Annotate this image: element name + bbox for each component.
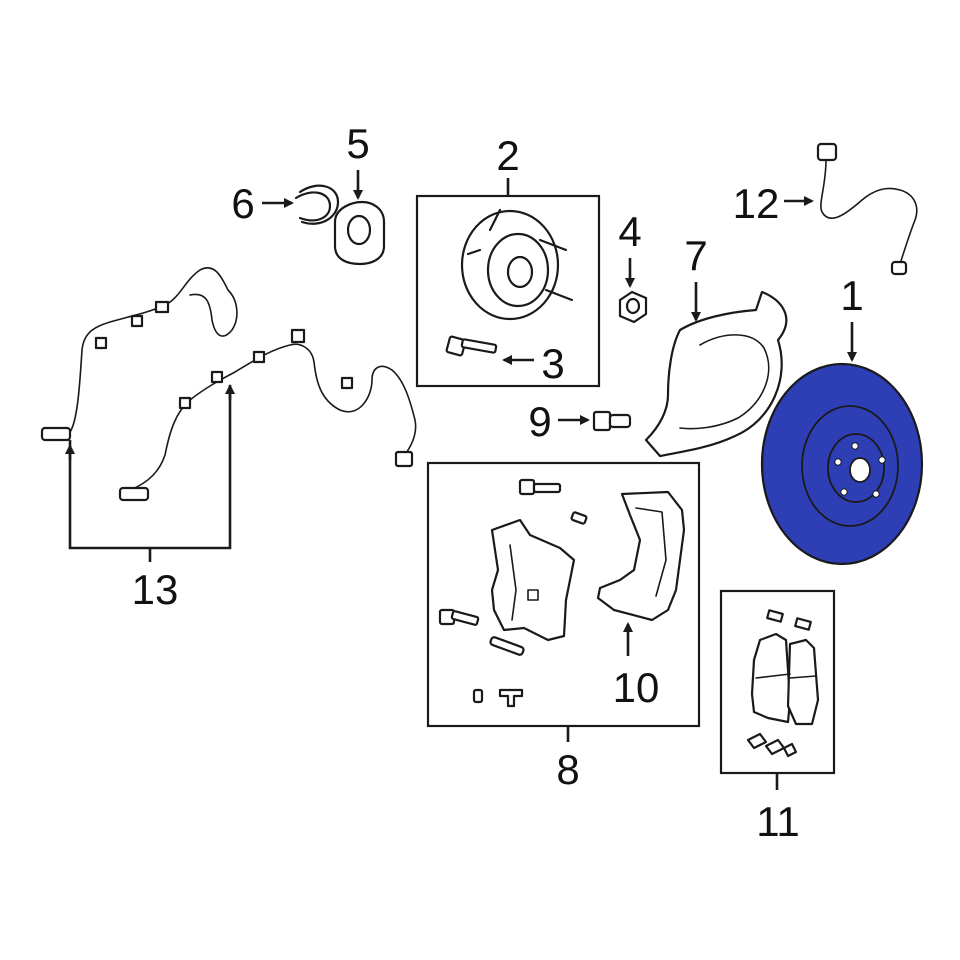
wheel-bearing-part[interactable] (333, 170, 386, 266)
callout-10: 10 (613, 664, 660, 711)
callout-3: 3 (541, 340, 564, 387)
brake-pads-part[interactable] (719, 589, 836, 790)
callout-11: 11 (756, 798, 800, 845)
callout-2: 2 (496, 132, 519, 179)
dust-shield-part[interactable] (644, 282, 788, 458)
callout-7: 7 (684, 232, 707, 279)
caliper-support-part[interactable] (596, 490, 686, 656)
snap-ring-part[interactable] (262, 184, 340, 225)
callout-8: 8 (556, 746, 579, 793)
lug-nut-part[interactable] (618, 258, 648, 324)
callout-9: 9 (528, 398, 551, 445)
brake-hose-part[interactable] (784, 142, 918, 276)
callout-1: 1 (840, 272, 863, 319)
shield-bolt-part[interactable] (558, 410, 632, 432)
callout-12: 12 (733, 180, 780, 227)
abs-harness-part[interactable] (40, 267, 417, 562)
brake-rotor-part[interactable] (760, 322, 924, 566)
caliper-assembly-part[interactable] (426, 461, 701, 742)
callout-13: 13 (132, 566, 179, 613)
callout-6: 6 (231, 180, 254, 227)
callout-5: 5 (346, 120, 369, 167)
callout-4: 4 (618, 208, 641, 255)
hub-assembly-part[interactable] (415, 178, 601, 388)
